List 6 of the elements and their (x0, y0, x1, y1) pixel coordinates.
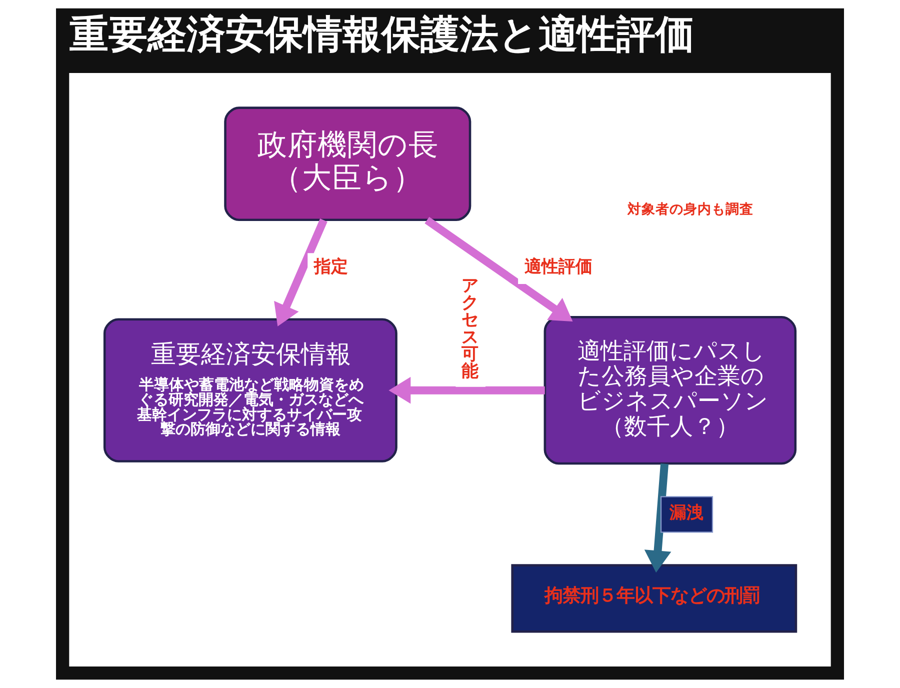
label: 対象者の身内も調査 (627, 202, 754, 218)
edge-label: 漏洩 (670, 502, 704, 523)
edge-label: 指定 (314, 256, 348, 277)
edge-label: アクセス可能 (461, 276, 478, 382)
diagram-title: 重要経済安保情報保護法と適性評価 (70, 12, 695, 58)
edge-label: 適性評価 (524, 256, 592, 277)
